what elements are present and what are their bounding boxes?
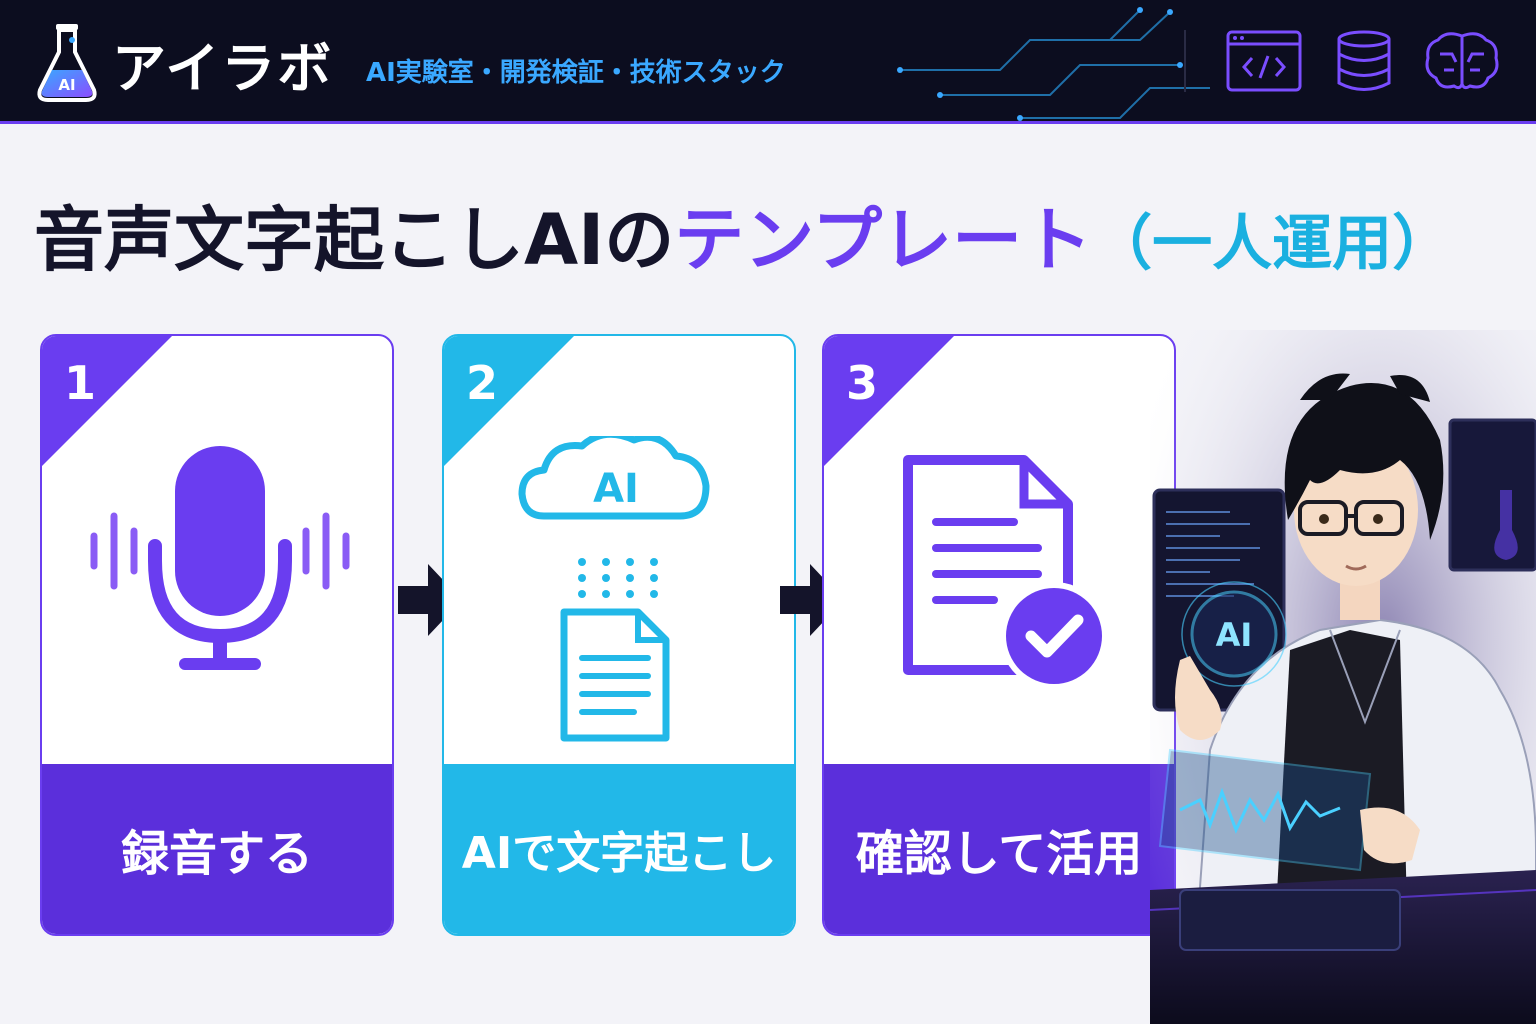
brand-name: アイラボ bbox=[112, 37, 334, 100]
step-number: 2 bbox=[466, 356, 499, 410]
title-highlight: テンプレート bbox=[674, 199, 1093, 281]
tagline: AI実験室・開発検証・技術スタック bbox=[366, 58, 786, 88]
circuit-decoration bbox=[897, 7, 1210, 121]
step-corner bbox=[42, 336, 172, 466]
step-number: 1 bbox=[64, 356, 97, 410]
step-card-review: 3 確認して活用 bbox=[822, 334, 1176, 936]
step-corner bbox=[824, 336, 954, 466]
step-corner bbox=[444, 336, 574, 466]
cloud-ai-text: AI bbox=[593, 466, 639, 512]
brain-icon[interactable] bbox=[1424, 30, 1500, 92]
step-label: 録音する bbox=[42, 764, 392, 934]
logo-text: AI bbox=[58, 76, 75, 94]
hologram-ai-text: AI bbox=[1216, 616, 1253, 654]
arrow-right-icon bbox=[398, 564, 462, 636]
step-card-transcribe: 2 AI AIで文字起こし bbox=[442, 334, 796, 936]
database-icon[interactable] bbox=[1336, 30, 1392, 92]
ai-cloud-icon: AI bbox=[518, 436, 710, 742]
header-divider bbox=[1184, 30, 1186, 92]
title-main: 音声文字起こしAIの bbox=[34, 199, 675, 281]
microphone-icon bbox=[90, 446, 350, 670]
step-label: 確認して活用 bbox=[824, 764, 1174, 934]
flask-logo-icon: AI bbox=[37, 24, 97, 102]
code-window-icon[interactable] bbox=[1226, 30, 1302, 92]
step-number: 3 bbox=[846, 356, 879, 410]
document-check-icon bbox=[903, 455, 1108, 690]
page-title: 音声文字起こしAIのテンプレート（一人運用） bbox=[34, 184, 1452, 285]
header-bar: AI アイラボ AI実験室・開発検証・技術スタック bbox=[0, 0, 1536, 124]
arrow-right-icon bbox=[780, 564, 844, 636]
step-label: AIで文字起こし bbox=[444, 764, 794, 934]
step-card-record: 1 録音する bbox=[40, 334, 394, 936]
title-subnote: （一人運用） bbox=[1092, 209, 1453, 279]
scientist-illustration: AI bbox=[1150, 330, 1536, 1024]
